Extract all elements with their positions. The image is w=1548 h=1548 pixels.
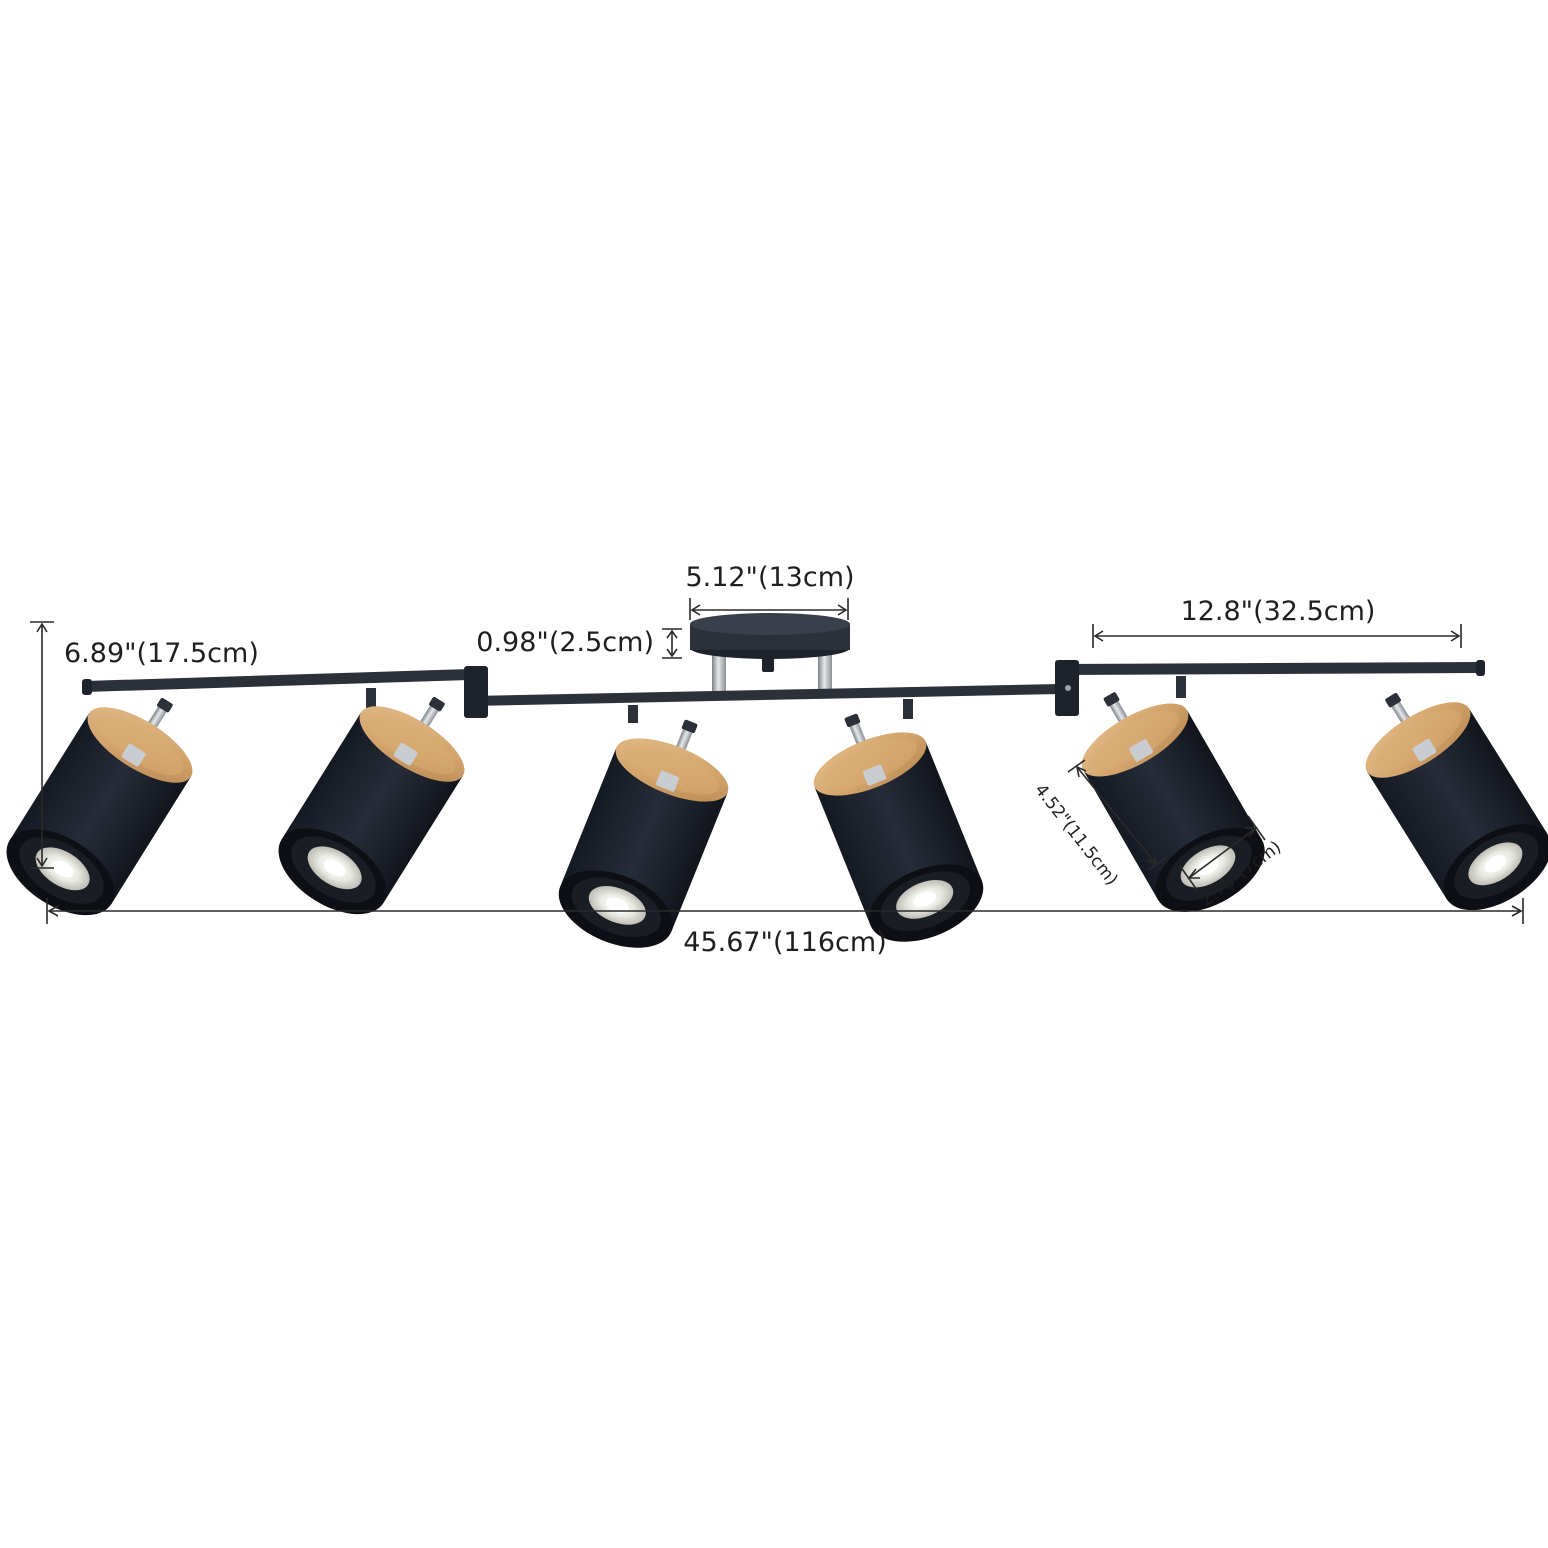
spotlight-2: [263, 668, 491, 932]
canopy-height-label: 0.98"(2.5cm): [476, 627, 654, 658]
arm-length-label: 12.8"(32.5cm): [1181, 596, 1376, 627]
arm-length-dimension: 12.8"(32.5cm): [1092, 596, 1462, 648]
spotlight-3: [547, 699, 748, 964]
canopy-width-label: 5.12"(13cm): [685, 562, 854, 593]
canopy-height-dimension: 0.98"(2.5cm): [476, 627, 682, 659]
ceiling-canopy: [690, 613, 850, 691]
spotlight-4: [794, 693, 995, 958]
total-length-dimension: 45.67"(116cm): [46, 898, 1524, 958]
spotlight-1: [0, 669, 219, 933]
spotlight-6: [1339, 664, 1548, 928]
total-height-dimension: 6.89"(17.5cm): [30, 621, 259, 869]
total-length-label: 45.67"(116cm): [683, 927, 886, 958]
canopy-width-dimension: 5.12"(13cm): [685, 562, 855, 620]
spotlight-5: [1057, 664, 1279, 930]
fixture-arms: [82, 660, 1485, 723]
total-height-label: 6.89"(17.5cm): [64, 638, 259, 669]
